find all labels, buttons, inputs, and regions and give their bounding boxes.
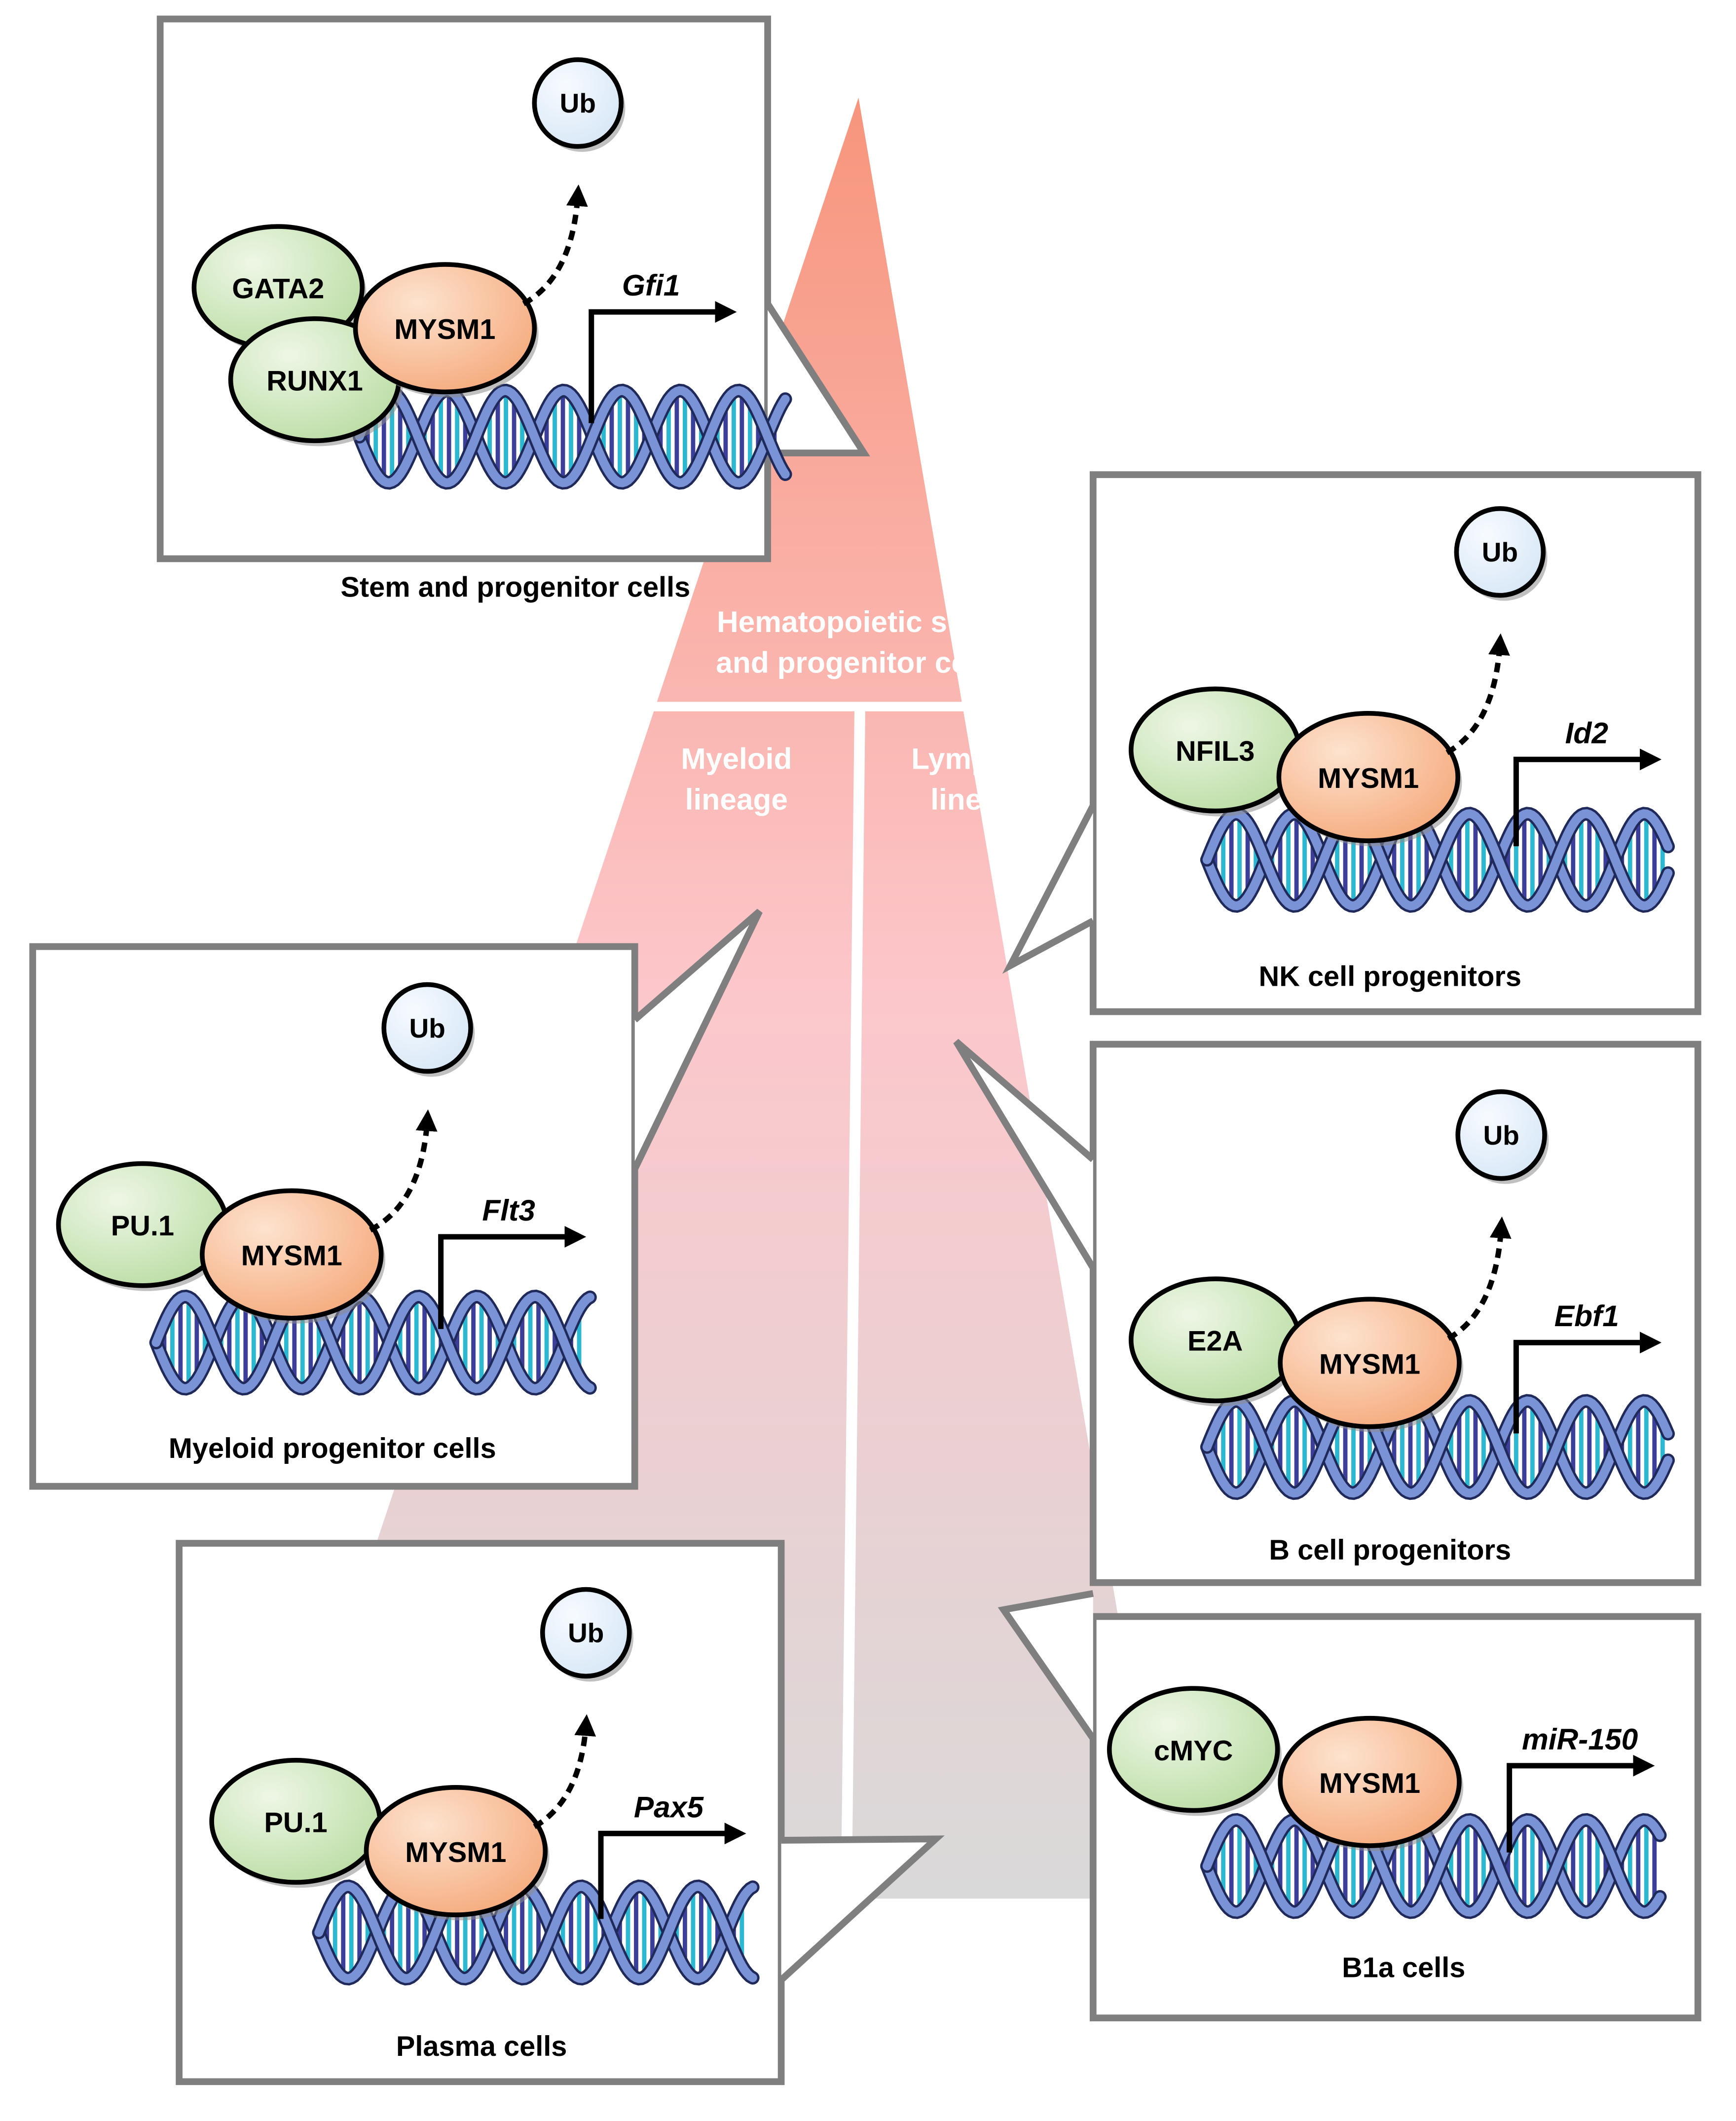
- mysm1-label: MYSM1: [1319, 1348, 1420, 1380]
- mysm1-label: MYSM1: [1318, 763, 1419, 794]
- deubiquitination-dashed-arrow: [533, 1714, 596, 1829]
- transcription-start-arrow: [1507, 1754, 1655, 1853]
- ubiquitin-icon: [381, 982, 473, 1074]
- callout-pointer-edge: [778, 1835, 945, 1983]
- callout-pointer-edge: [953, 1039, 1096, 1270]
- deubiquitination-dashed-arrow: [1445, 633, 1510, 755]
- dna-backbone-strand-a-fill: [314, 1882, 757, 1983]
- transcription-factor-label: cMYC: [1154, 1735, 1233, 1767]
- ubiquitin-icon: [532, 57, 624, 149]
- mysm1-protein: [1278, 1297, 1462, 1429]
- ubiquitin-label: Ub: [1483, 1120, 1519, 1151]
- mysm1-protein: [1278, 1715, 1462, 1848]
- target-gene-label: Pax5: [634, 1790, 704, 1823]
- dna-double-helix: [1200, 1813, 1667, 1919]
- panel-caption: Myeloid progenitor cells: [169, 1433, 496, 1464]
- transcription-start-arrow: [598, 1823, 746, 1919]
- transcription-factor-label: E2A: [1187, 1326, 1243, 1357]
- mysm1-protein: [200, 1188, 384, 1321]
- mysm1-label: MYSM1: [1319, 1768, 1420, 1799]
- deubiquitination-dashed-arrow: [369, 1109, 438, 1232]
- ubiquitin-label: Ub: [409, 1013, 445, 1043]
- ubiquitin-icon: [1455, 1089, 1547, 1181]
- myeloid-lineage-label-line2: lineage: [685, 782, 788, 816]
- dna-backbone-strand-b-fill: [1202, 1396, 1673, 1498]
- lymphoid-lineage-label-line2: lineage: [930, 782, 1033, 816]
- callout-pointer-edge: [765, 301, 870, 456]
- dna-backbone-strand-b-fill: [1202, 809, 1673, 911]
- target-gene-label: Flt3: [482, 1193, 535, 1227]
- deubiquitination-dashed-arrow: [1447, 1216, 1512, 1341]
- panel-caption: B cell progenitors: [1269, 1534, 1511, 1566]
- dna-backbone-strand-a-fill: [355, 386, 790, 487]
- panel-caption: B1a cells: [1342, 1952, 1465, 1984]
- callout-pointer-edge: [1002, 804, 1096, 974]
- pyramid-top-label-line2: and progenitor cells: [716, 645, 1001, 679]
- transcription-factor-label: PU.1: [264, 1807, 327, 1839]
- deubiquitination-dashed-arrow: [522, 184, 588, 306]
- ubiquitin-icon: [1454, 506, 1546, 598]
- transcription-start-arrow: [589, 301, 737, 423]
- ubiquitin-icon: [540, 1587, 632, 1679]
- target-gene-label: Gfi1: [622, 268, 680, 302]
- transcription-factor-label: RUNX1: [266, 366, 363, 397]
- ubiquitin-label: Ub: [560, 88, 596, 118]
- dna-backbone-strand-b-fill: [151, 1292, 594, 1393]
- target-gene-label: miR-150: [1522, 1722, 1638, 1756]
- lymphoid-lineage-label-line1: Lymphoid: [911, 742, 1053, 776]
- myeloid-lineage-label-line1: Myeloid: [681, 742, 792, 776]
- callout-pointer-edge: [997, 1590, 1096, 1741]
- callout-pointer-edge: [631, 908, 763, 1171]
- dna-double-helix: [312, 1879, 760, 1986]
- transcription-factor-label: PU.1: [111, 1210, 174, 1242]
- dna-backbone-strand-b-fill: [355, 386, 790, 487]
- transcription-factor-cmyc: [1107, 1686, 1280, 1813]
- transcription-factor-label: GATA2: [232, 273, 324, 305]
- dna-backbone-strand-b-fill: [314, 1882, 757, 1983]
- mysm1-protein: [364, 1785, 548, 1918]
- transcription-factor-label: NFIL3: [1176, 736, 1255, 767]
- mysm1-label: MYSM1: [405, 1837, 506, 1868]
- mysm1-protein: [353, 262, 537, 395]
- pyramid-top-label-line1: Hematopoietic stem: [717, 605, 1000, 638]
- panel-caption: NK cell progenitors: [1259, 961, 1521, 992]
- ubiquitin-label: Ub: [568, 1618, 604, 1648]
- pyramid-divider-vertical: [841, 709, 866, 1899]
- mysm1-label: MYSM1: [241, 1240, 342, 1272]
- mysm1-label: MYSM1: [394, 314, 495, 345]
- dna-backbone-strand-a-fill: [151, 1292, 594, 1393]
- transcription-start-arrow: [1513, 1332, 1662, 1434]
- transcription-start-arrow: [1513, 748, 1662, 847]
- dna-double-helix: [352, 383, 792, 490]
- target-gene-label: Ebf1: [1554, 1299, 1619, 1333]
- transcription-start-arrow: [438, 1226, 587, 1329]
- mysm1-protein: [1276, 711, 1461, 844]
- dna-backbone-strand-b-fill: [1202, 1815, 1664, 1917]
- dna-backbone-strand-a-fill: [1202, 1815, 1664, 1917]
- ubiquitin-label: Ub: [1482, 537, 1518, 567]
- dna-double-helix: [149, 1289, 597, 1396]
- target-gene-label: Id2: [1565, 716, 1609, 749]
- panel-caption: Plasma cells: [396, 2031, 567, 2062]
- panel-caption: Stem and progenitor cells: [340, 571, 690, 603]
